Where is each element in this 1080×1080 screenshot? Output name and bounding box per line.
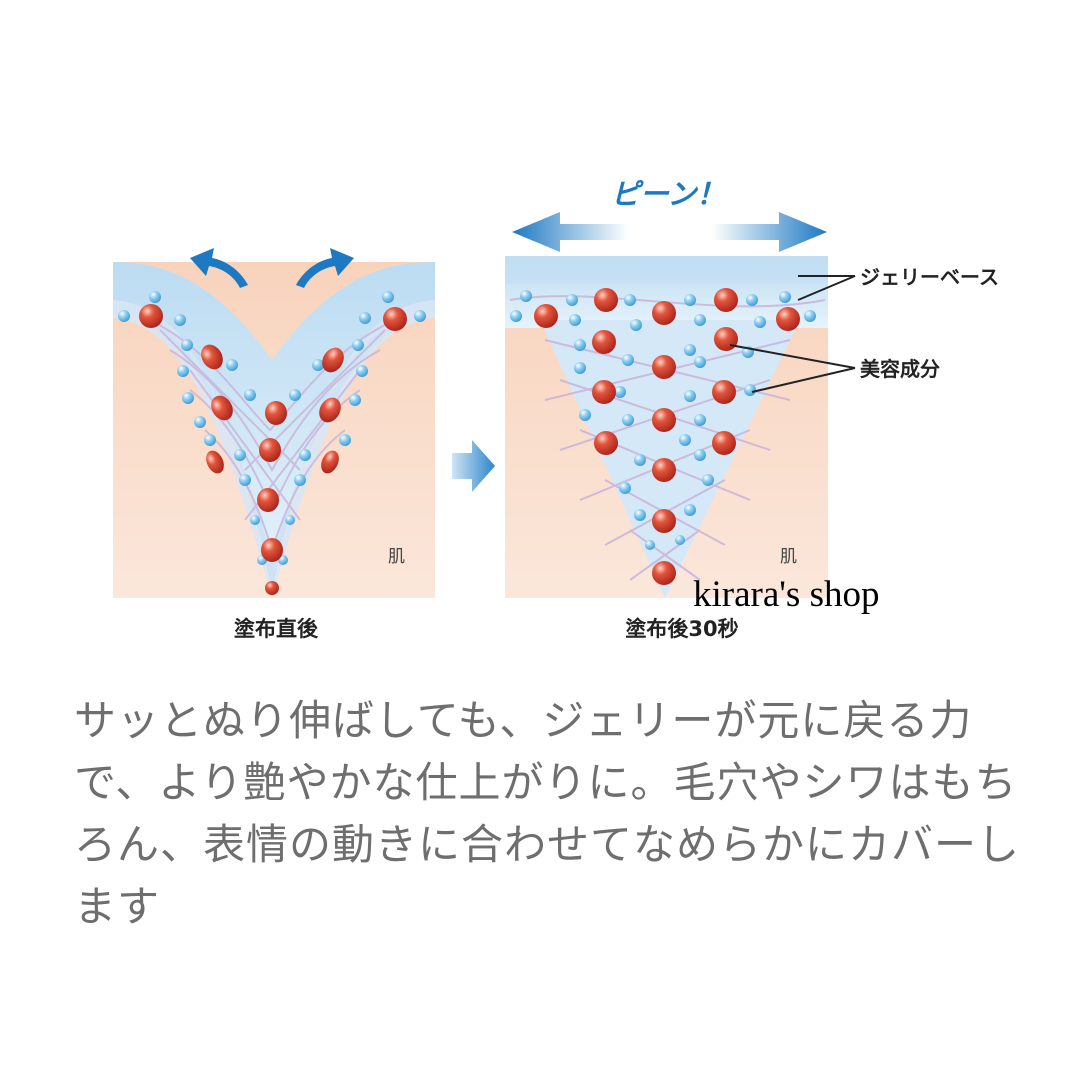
stretch-arrows-icon <box>512 212 827 252</box>
stretch-label: ピーン！ <box>611 177 726 211</box>
spread-arrows-icon <box>190 248 354 288</box>
jelly-diagram: 肌 塗布直後 <box>113 177 999 641</box>
before-ingredients <box>139 304 407 595</box>
before-caption: 塗布直後 <box>234 617 319 641</box>
after-caption: 塗布後30秒 <box>625 617 738 641</box>
description-text: サッとぬり伸ばしても、ジェリーが元に戻る力で、より艶やかな仕上がりに。毛穴やシワ… <box>74 696 1021 931</box>
callout-lines <box>729 275 856 393</box>
after-skin-label: 肌 <box>780 547 797 567</box>
shop-watermark: kirara's shop <box>693 574 880 615</box>
callout-ingredients: 美容成分 <box>860 357 940 381</box>
before-bubbles <box>118 291 426 565</box>
transition-arrow-icon <box>452 440 495 492</box>
after-panel: ピーン！ 肌 塗布後30秒 <box>505 177 828 641</box>
after-ingredients <box>534 288 800 585</box>
callout-jelly-base: ジェリーベース <box>860 265 999 289</box>
after-bubbles <box>510 290 816 550</box>
before-skin-label: 肌 <box>388 547 405 567</box>
before-wrinkle-inner <box>140 318 410 595</box>
before-panel: 肌 塗布直後 <box>113 248 435 641</box>
